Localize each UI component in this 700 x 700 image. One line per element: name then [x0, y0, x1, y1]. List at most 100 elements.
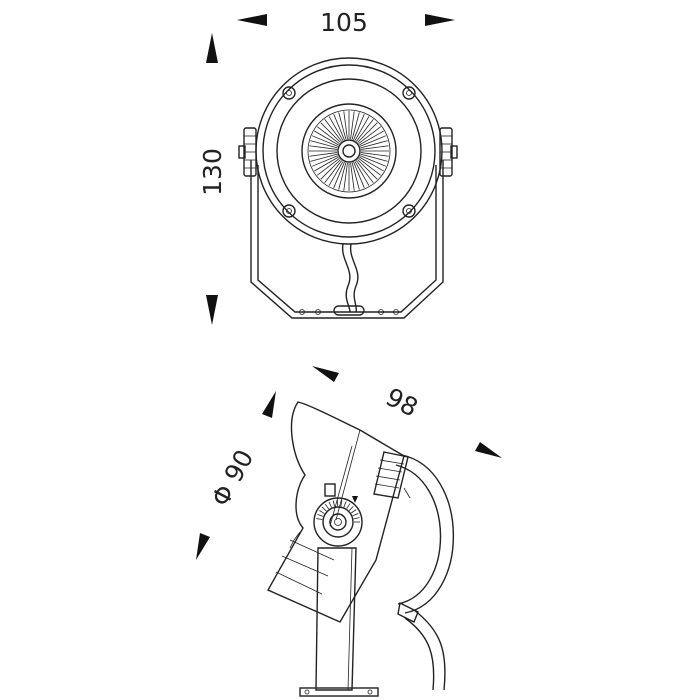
hinge-outer: [313, 497, 363, 547]
reflector-ray: [358, 157, 381, 176]
rear-dome: [401, 454, 454, 614]
diameter-dimension: Φ 90: [196, 391, 276, 560]
side-view: 98 Φ 90: [196, 366, 502, 697]
reflector-ray: [359, 135, 387, 147]
reflector-ray: [354, 116, 370, 141]
reflector-ray: [317, 157, 340, 176]
reflector-ray: [333, 113, 345, 141]
reflector-ray: [360, 140, 388, 149]
side-stand: [299, 547, 379, 697]
reflector-ray: [353, 113, 365, 141]
tilt-tick: [324, 503, 330, 510]
side-cable: [413, 609, 446, 691]
reflector-ray: [328, 116, 344, 141]
tilt-tick: [352, 513, 359, 517]
reflector-ray: [343, 162, 348, 191]
reflector-ray: [351, 162, 360, 190]
reflector-ray: [324, 160, 343, 183]
left-knuckle: [238, 127, 257, 177]
reflector-ray: [351, 112, 360, 140]
front-view: 105 130: [198, 8, 458, 325]
reflector-ray: [320, 122, 341, 143]
reflector-ray: [314, 156, 339, 172]
reflector-ray: [309, 145, 338, 150]
front-body-inner: [262, 64, 436, 238]
reflector-ray: [353, 161, 365, 189]
reflector-ray: [355, 160, 374, 183]
length-dimension: 98: [312, 366, 502, 458]
height-dimension: 130: [198, 33, 227, 325]
length-label: 98: [381, 382, 423, 422]
width-label: 105: [320, 8, 368, 37]
reflector-ray: [354, 161, 370, 186]
reflector-ray: [338, 162, 347, 190]
front-screws: [282, 86, 416, 218]
tilt-tick: [351, 509, 357, 514]
reflector-ray: [310, 153, 338, 162]
reflector-ray: [360, 152, 389, 157]
reflector-ray: [314, 130, 339, 146]
diameter-arrow-top: [262, 391, 276, 418]
reflector-ray: [359, 155, 387, 167]
reflector-ray: [317, 126, 340, 145]
housing-fins: [373, 451, 411, 499]
reflector-ray: [320, 159, 341, 180]
led-outer: [337, 139, 361, 163]
reflector-ray: [359, 156, 384, 172]
reflector-ray: [333, 161, 345, 189]
reflector-ray: [311, 135, 339, 147]
reflector-ray: [357, 122, 378, 143]
reflector-ray: [355, 119, 374, 142]
front-cable: [341, 243, 351, 313]
tilt-tick: [353, 517, 360, 520]
tilt-scale-ticks: [316, 499, 360, 523]
tilt-tick: [348, 506, 354, 511]
height-arrow-top: [206, 33, 218, 63]
reflector-ray: [350, 162, 355, 191]
reflector-ray: [324, 119, 343, 142]
reflector-rays: [309, 111, 389, 191]
reflector-ray: [328, 161, 344, 186]
tilt-tick: [346, 503, 351, 509]
diameter-arrow-bottom: [196, 533, 210, 560]
tilt-hinge: [313, 483, 363, 547]
height-arrow-bottom: [206, 295, 218, 325]
reflector-ray: [360, 145, 389, 150]
tilt-tick: [340, 500, 343, 507]
reflector-ray: [358, 126, 381, 145]
right-knuckle: [439, 127, 458, 177]
reflector-ray: [359, 130, 384, 146]
tilt-tick: [316, 518, 323, 520]
tilt-tick: [319, 510, 325, 514]
side-body: [267, 401, 405, 623]
reflector-ray: [343, 111, 348, 140]
led-core: [342, 144, 356, 158]
front-bezel: [276, 78, 422, 224]
reflector-ray: [360, 153, 388, 162]
front-body-outer: [255, 57, 443, 245]
tilt-tick: [328, 501, 332, 508]
tilt-tick: [317, 513, 324, 517]
hinge-bolt: [329, 513, 347, 531]
length-arrow-left: [312, 366, 339, 382]
reflector-ray: [350, 111, 355, 140]
front-lens: [301, 103, 397, 199]
length-arrow-right: [475, 442, 502, 458]
reflector-ray: [309, 152, 338, 157]
height-label: 130: [198, 148, 227, 196]
width-dimension: 105: [237, 8, 455, 37]
reflector-ray: [310, 140, 338, 149]
reflector-ray: [311, 155, 339, 167]
tilt-tick: [321, 506, 327, 512]
front-bracket: [250, 160, 444, 319]
tilt-tick: [332, 500, 335, 507]
reflector-ray: [338, 112, 347, 140]
tilt-tick: [343, 501, 347, 508]
width-arrow-right: [425, 14, 455, 26]
tilt-pointer: [352, 496, 358, 503]
width-arrow-left: [237, 14, 267, 26]
reflector-ray: [357, 159, 378, 180]
diameter-label: Φ 90: [206, 445, 260, 511]
